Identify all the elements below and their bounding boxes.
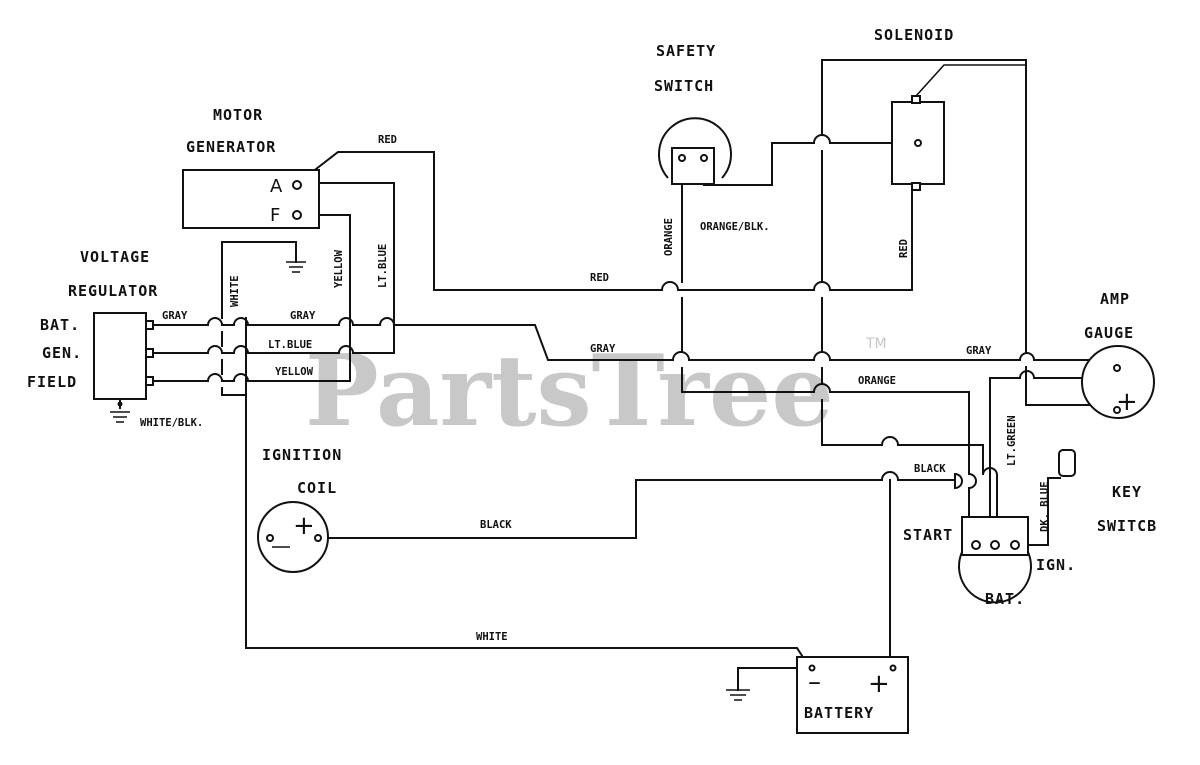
wire-white [221, 241, 812, 670]
coil-title: COIL [297, 479, 337, 497]
amp-title: AMP [1100, 290, 1130, 308]
key-ign-label: IGN. [1036, 556, 1076, 574]
label-white-bottom: WHITE [476, 631, 508, 643]
label-white-blk: WHITE/BLK. [140, 417, 203, 429]
label-yellow-v: YELLOW [333, 249, 345, 288]
solenoid [891, 95, 945, 191]
safety-switch-terminals [671, 147, 715, 185]
battery-box [796, 656, 909, 734]
label-gray-right: GRAY [966, 345, 992, 357]
battery: – + BATTERY [796, 656, 909, 734]
terminal-f [292, 210, 302, 220]
coil-plus-icon: + [293, 511, 315, 541]
motor-generator: A F [182, 169, 320, 229]
label-white-reg: WHITE [229, 275, 241, 307]
label-lt-blue-v: LT.BLUE [377, 244, 389, 288]
generator-title: GENERATOR [186, 138, 276, 156]
wire-gen-ground [221, 241, 297, 263]
label-gray-mid: GRAY [590, 343, 616, 355]
wire-gray [152, 317, 1110, 372]
generator-ground-icon [286, 261, 306, 273]
terminal-a-label: A [270, 176, 283, 197]
label-yellow-h: YELLOW [275, 366, 314, 378]
label-dk-blue: DK. BLUE [1039, 481, 1051, 532]
wire-solenoid-frame [821, 59, 998, 546]
key-switch [958, 449, 1076, 604]
amp-plus-icon: + [1116, 387, 1138, 417]
label-red-top: RED [378, 134, 397, 146]
reg-gen-label: GEN. [42, 344, 82, 362]
terminal-f-label: F [270, 205, 280, 226]
watermark-tm: TM [865, 336, 887, 352]
voltage-title: VOLTAGE [80, 248, 150, 266]
wire-red [296, 151, 913, 291]
label-gray-top: GRAY [290, 310, 316, 322]
regulator-title: REGULATOR [68, 282, 158, 300]
battery-plus-icon: + [868, 669, 890, 699]
regulator-ground-icon [110, 401, 130, 423]
ignition-title: IGNITION [262, 446, 342, 464]
label-orange-blk: ORANGE/BLK. [700, 221, 770, 233]
accessory-plug-icon [1058, 449, 1076, 477]
wire-black-coil [317, 471, 963, 539]
switch-b-title: SWITCB [1097, 517, 1157, 535]
label-gray-reg: GRAY [162, 310, 188, 322]
amp-gauge-body [1081, 345, 1155, 419]
reg-bat-label: BAT. [40, 316, 80, 334]
key-switch-body [958, 551, 1032, 604]
terminal-a [292, 180, 302, 190]
amp-gauge: + [1081, 345, 1155, 419]
label-lt-green: LT.GREEN [1006, 415, 1018, 466]
label-black-key: BLACK [914, 463, 946, 475]
battery-title: BATTERY [804, 704, 874, 722]
motor-title: MOTOR [213, 106, 263, 124]
wire-orange-blk [703, 134, 919, 186]
wire-dk-blue [1017, 477, 1061, 546]
label-red-solenoid: RED [898, 239, 910, 258]
label-red-mid: RED [590, 272, 609, 284]
battery-ground-icon [726, 689, 750, 701]
label-orange-v: ORANGE [663, 218, 675, 256]
label-orange-h: ORANGE [858, 375, 896, 387]
key-title: KEY [1112, 483, 1142, 501]
voltage-regulator [93, 312, 154, 400]
label-black-coil: BLACK [480, 519, 512, 531]
ignition-coil-body [257, 501, 329, 573]
safety-title: SAFETY [656, 42, 716, 60]
wires [119, 59, 1120, 691]
wire-solenoid-stub [915, 64, 1026, 97]
key-bat-label: BAT. [985, 590, 1025, 608]
wire-yellow [152, 214, 351, 382]
motor-generator-box [182, 169, 320, 229]
ignition-coil: + [257, 501, 329, 573]
battery-minus-icon: – [808, 667, 821, 697]
gauge-title: GAUGE [1084, 324, 1134, 342]
solenoid-title: SOLENOID [874, 26, 954, 44]
label-lt-blue-h: LT.BLUE [268, 339, 312, 351]
wire-battery-ground [737, 667, 811, 691]
reg-field-label: FIELD [27, 373, 77, 391]
safety-switch [658, 117, 732, 185]
wire-lt-green [989, 370, 1103, 546]
voltage-regulator-box [93, 312, 147, 400]
switch-title: SWITCH [654, 77, 714, 95]
key-start-label: START [903, 526, 953, 544]
